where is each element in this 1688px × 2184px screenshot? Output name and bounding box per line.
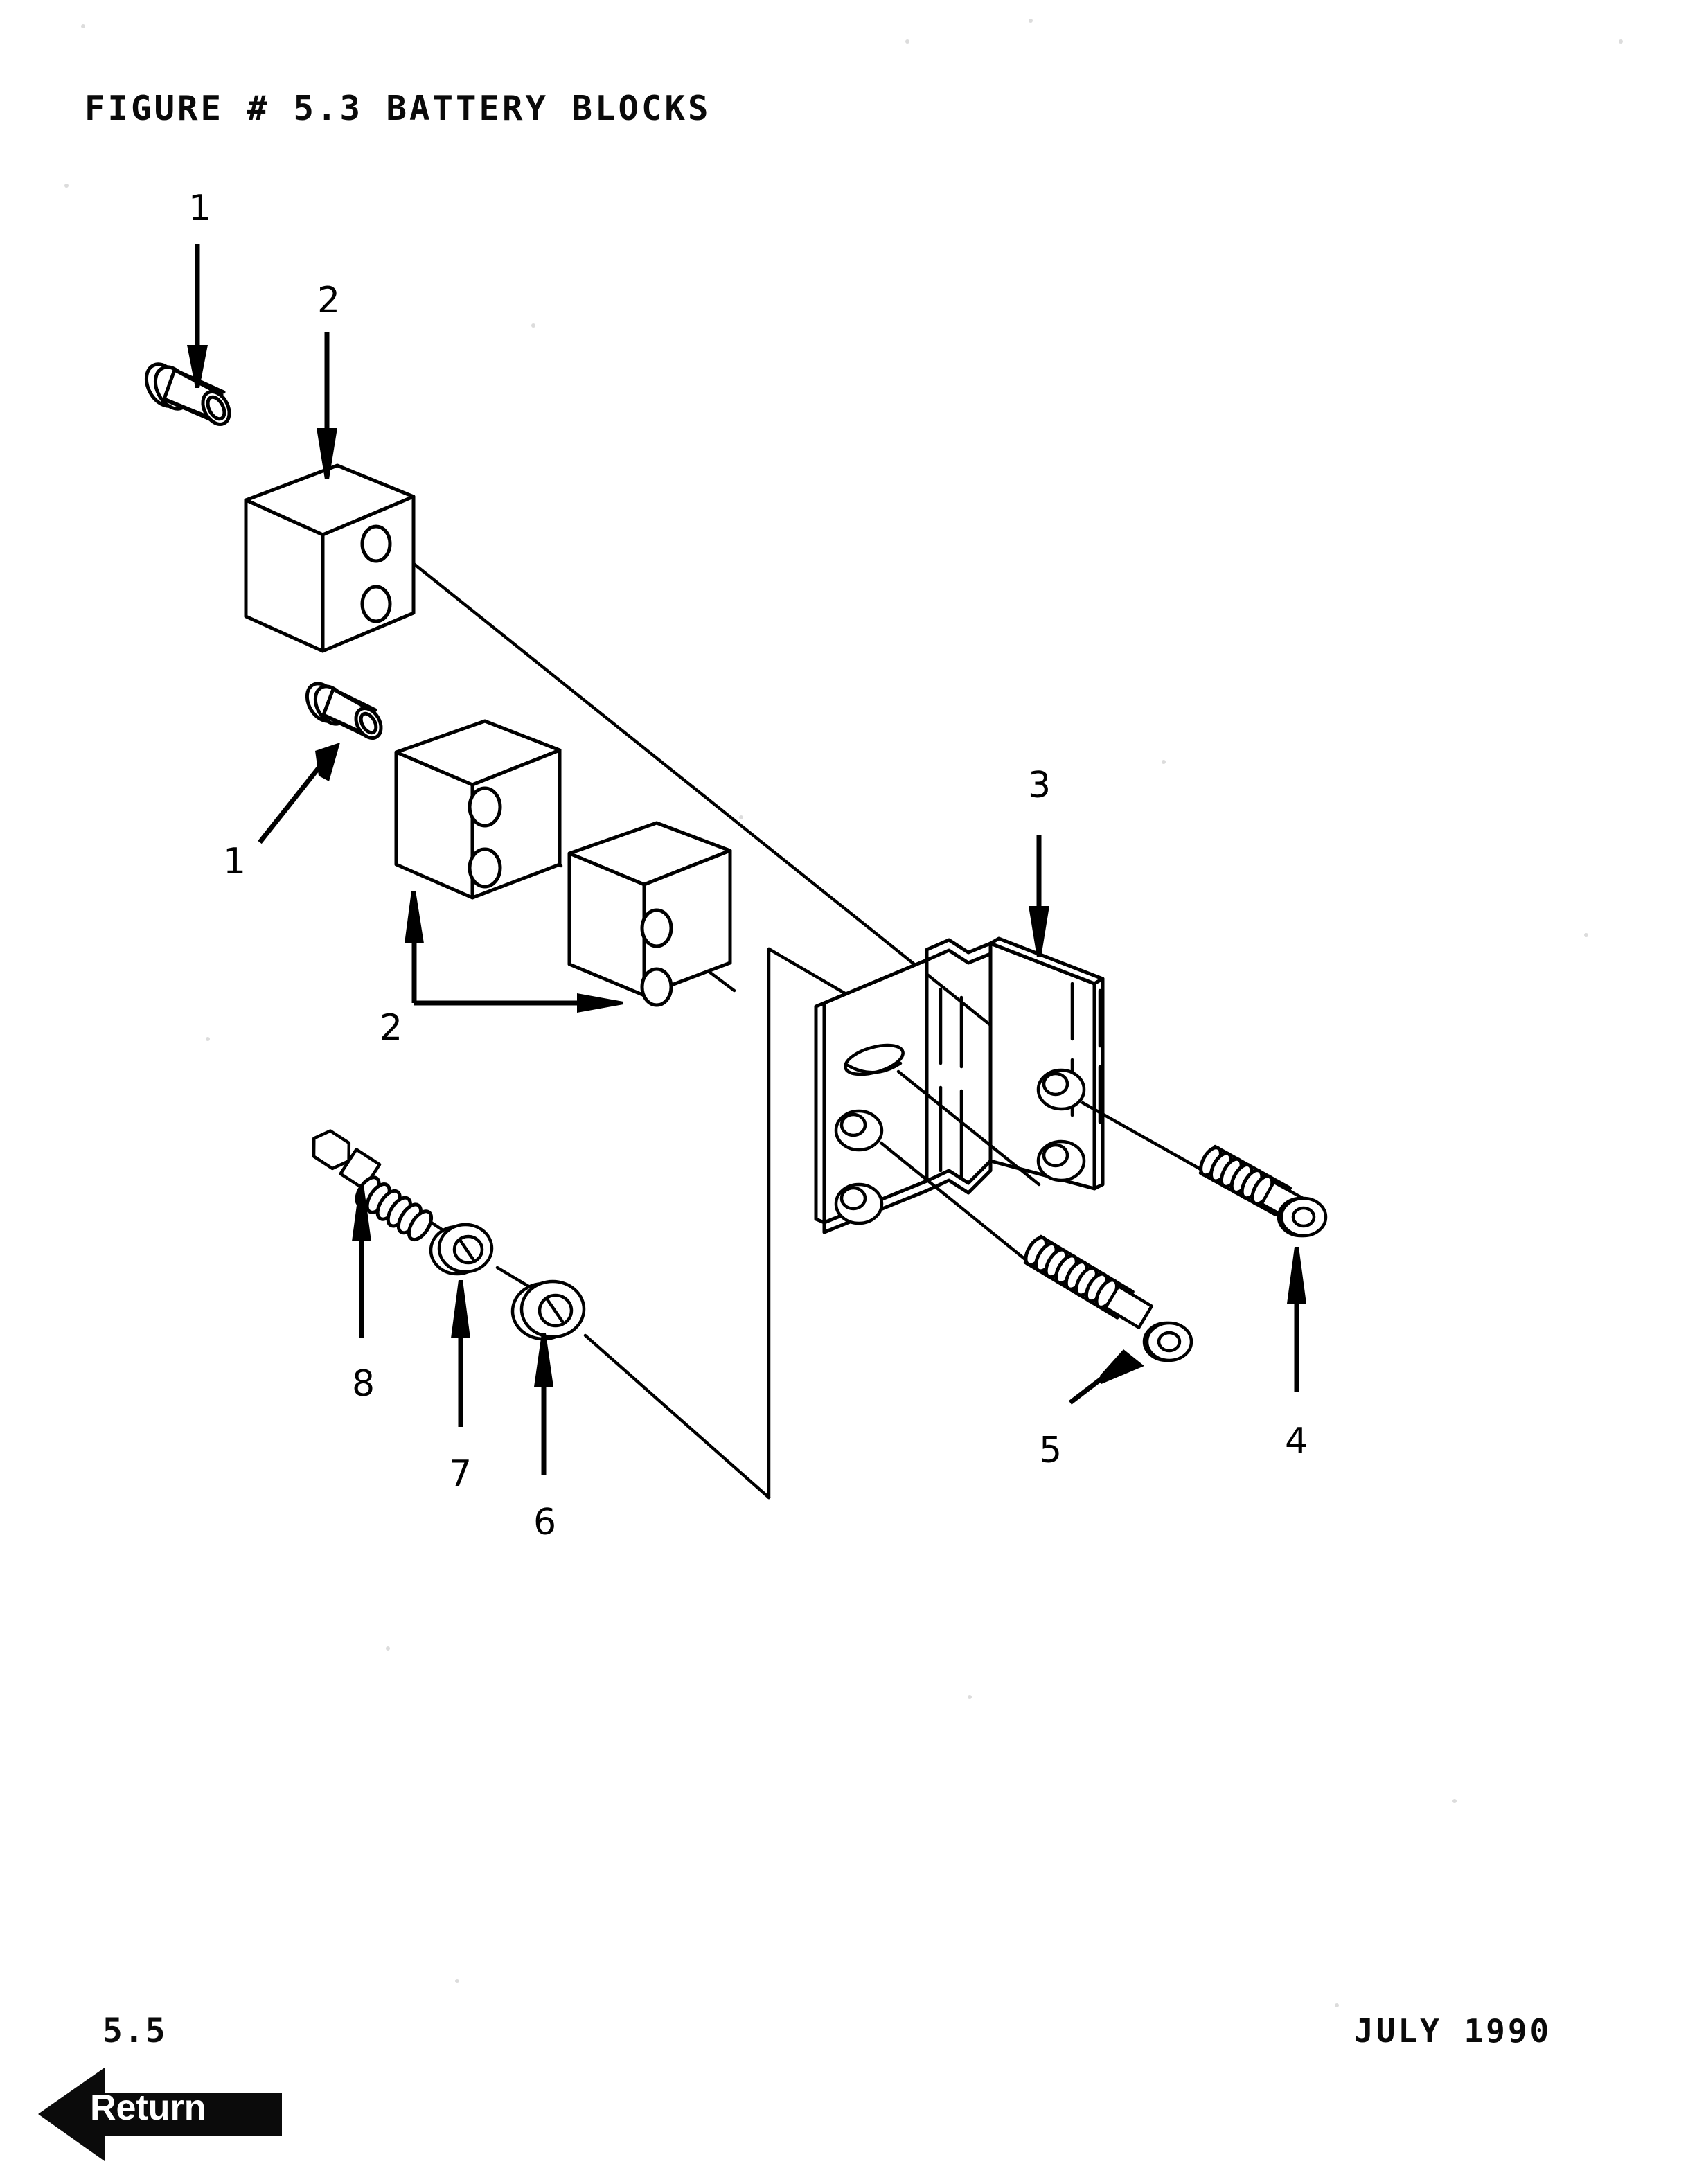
part-hex-head-bolt: [312, 1129, 434, 1242]
part-battery-block-upper: [244, 463, 416, 653]
figure-title: FIGURE # 5.3 BATTERY BLOCKS: [85, 89, 711, 128]
callout-label-3: 3: [1028, 765, 1051, 806]
part-lock-washer: [429, 1223, 494, 1276]
part-bushing-upper: [144, 362, 231, 426]
callout-label-8: 8: [352, 1363, 375, 1405]
part-socket-head-screw-4: [1198, 1144, 1328, 1238]
part-flat-washer: [510, 1279, 586, 1341]
part-battery-block-middle: [394, 719, 562, 900]
date-stamp: JULY 1990: [1354, 2012, 1552, 2050]
callout-label-4: 4: [1285, 1421, 1308, 1462]
return-button[interactable]: [38, 2068, 282, 2161]
callout-label-2-upper: 2: [317, 280, 341, 321]
part-battery-block-lower: [567, 821, 732, 1007]
part-mounting-bracket: [814, 936, 1105, 1234]
callout-label-2-middle: 2: [380, 1007, 403, 1049]
bracket-hole-leaders: [767, 1069, 1221, 1500]
scan-noise: [64, 19, 1623, 2007]
left-arrow-icon: [38, 2068, 282, 2161]
callout-label-6: 6: [533, 1502, 557, 1543]
callout-label-5: 5: [1039, 1430, 1063, 1471]
part-socket-head-screw-5: [1023, 1234, 1193, 1362]
page-number: 5.5: [103, 2012, 167, 2050]
callout-arrows: [187, 244, 1306, 1475]
callout-label-7: 7: [449, 1453, 472, 1495]
callout-label-1-middle: 1: [223, 841, 247, 882]
part-bushing-middle: [305, 682, 383, 740]
callout-label-1-upper: 1: [188, 188, 212, 229]
